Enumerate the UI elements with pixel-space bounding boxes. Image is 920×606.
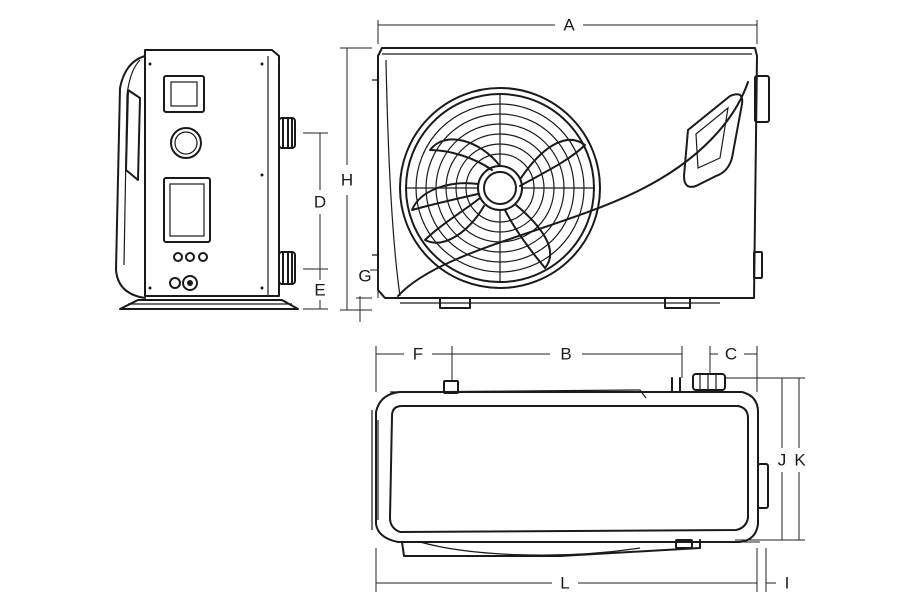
front-view-dimensions: [340, 20, 758, 322]
label-f: F: [413, 345, 423, 364]
label-e: E: [314, 281, 325, 300]
top-view: [371, 373, 769, 557]
label-c: C: [725, 345, 737, 364]
label-a: A: [563, 16, 575, 35]
label-d: D: [314, 193, 326, 212]
dimension-letters: A H D E G F B C J K L I: [314, 16, 806, 593]
label-b: B: [560, 345, 571, 364]
label-h: H: [341, 171, 353, 190]
side-view: [115, 49, 299, 310]
label-i: I: [785, 574, 790, 593]
label-g: G: [358, 267, 371, 286]
front-view: [372, 47, 770, 309]
fan: [399, 87, 601, 289]
label-j: J: [778, 451, 787, 470]
top-view-dimensions: [375, 346, 805, 592]
label-k: K: [794, 451, 806, 470]
side-view-dimensions: [303, 132, 328, 310]
label-l: L: [560, 574, 569, 593]
